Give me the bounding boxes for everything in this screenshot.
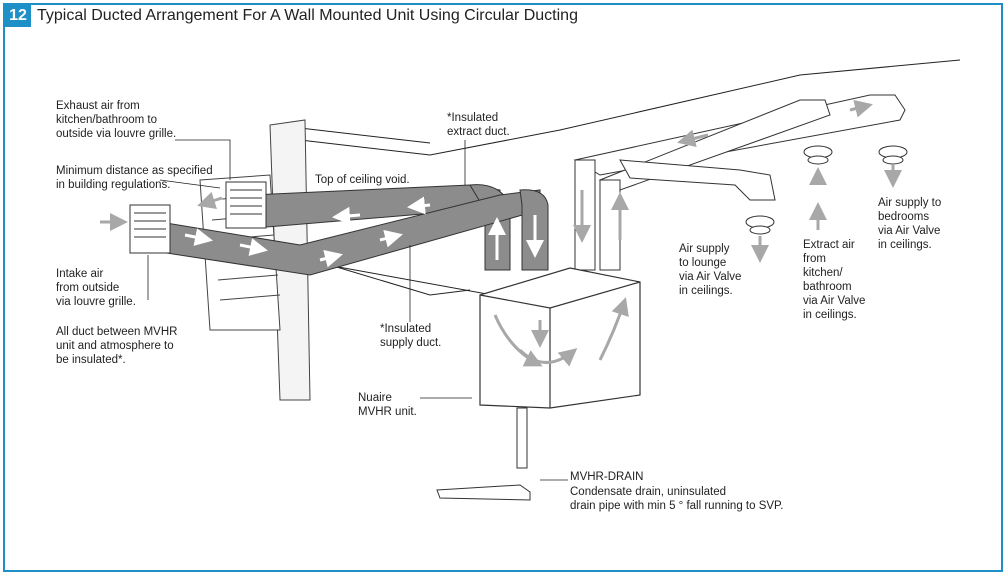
label-extract-kitchen: Extract air from kitchen/ bathroom via A… <box>803 239 866 321</box>
mvhr-airflow-arrows <box>493 297 629 367</box>
flow-arrows <box>100 99 902 263</box>
label-drain-desc: Condensate drain, uninsulated drain pipe… <box>570 486 784 512</box>
figure-number: 12 <box>5 5 31 27</box>
label-nuaire-unit: Nuaire MVHR unit. <box>358 392 417 418</box>
label-drain-title: MVHR-DRAIN <box>570 471 644 483</box>
louvre-grille-exhaust <box>225 181 267 229</box>
leader-lines <box>147 139 568 481</box>
label-supply-lounge: Air supply to lounge via Air Valve in ce… <box>679 243 742 297</box>
insulated-duct-arrows <box>184 196 544 268</box>
label-all-duct: All duct between MVHR unit and atmospher… <box>56 326 178 366</box>
condensate-drain <box>436 407 531 501</box>
label-intake-air: Intake air from outside via louvre grill… <box>56 268 136 308</box>
label-top-ceiling: Top of ceiling void. <box>315 174 410 186</box>
louvre-grille-intake <box>129 204 171 254</box>
figure-header: 12 Typical Ducted Arrangement For A Wall… <box>5 5 578 27</box>
label-min-distance: Minimum distance as specified in buildin… <box>56 165 213 191</box>
air-valve-kitchen <box>803 145 833 165</box>
label-insulated-supply: *Insulated supply duct. <box>380 323 442 349</box>
air-valve-lounge <box>745 215 775 235</box>
figure-frame <box>3 3 1003 572</box>
label-exhaust-air: Exhaust air from kitchen/bathroom to out… <box>56 100 177 140</box>
figure-title: Typical Ducted Arrangement For A Wall Mo… <box>37 7 578 24</box>
mvhr-unit <box>479 267 641 409</box>
air-valve-bedrooms <box>878 145 908 165</box>
label-supply-bedrooms: Air supply to bedrooms via Air Valve in … <box>878 197 942 251</box>
label-insulated-extract: *Insulated extract duct. <box>447 112 510 138</box>
ceiling-ducts <box>573 94 906 271</box>
